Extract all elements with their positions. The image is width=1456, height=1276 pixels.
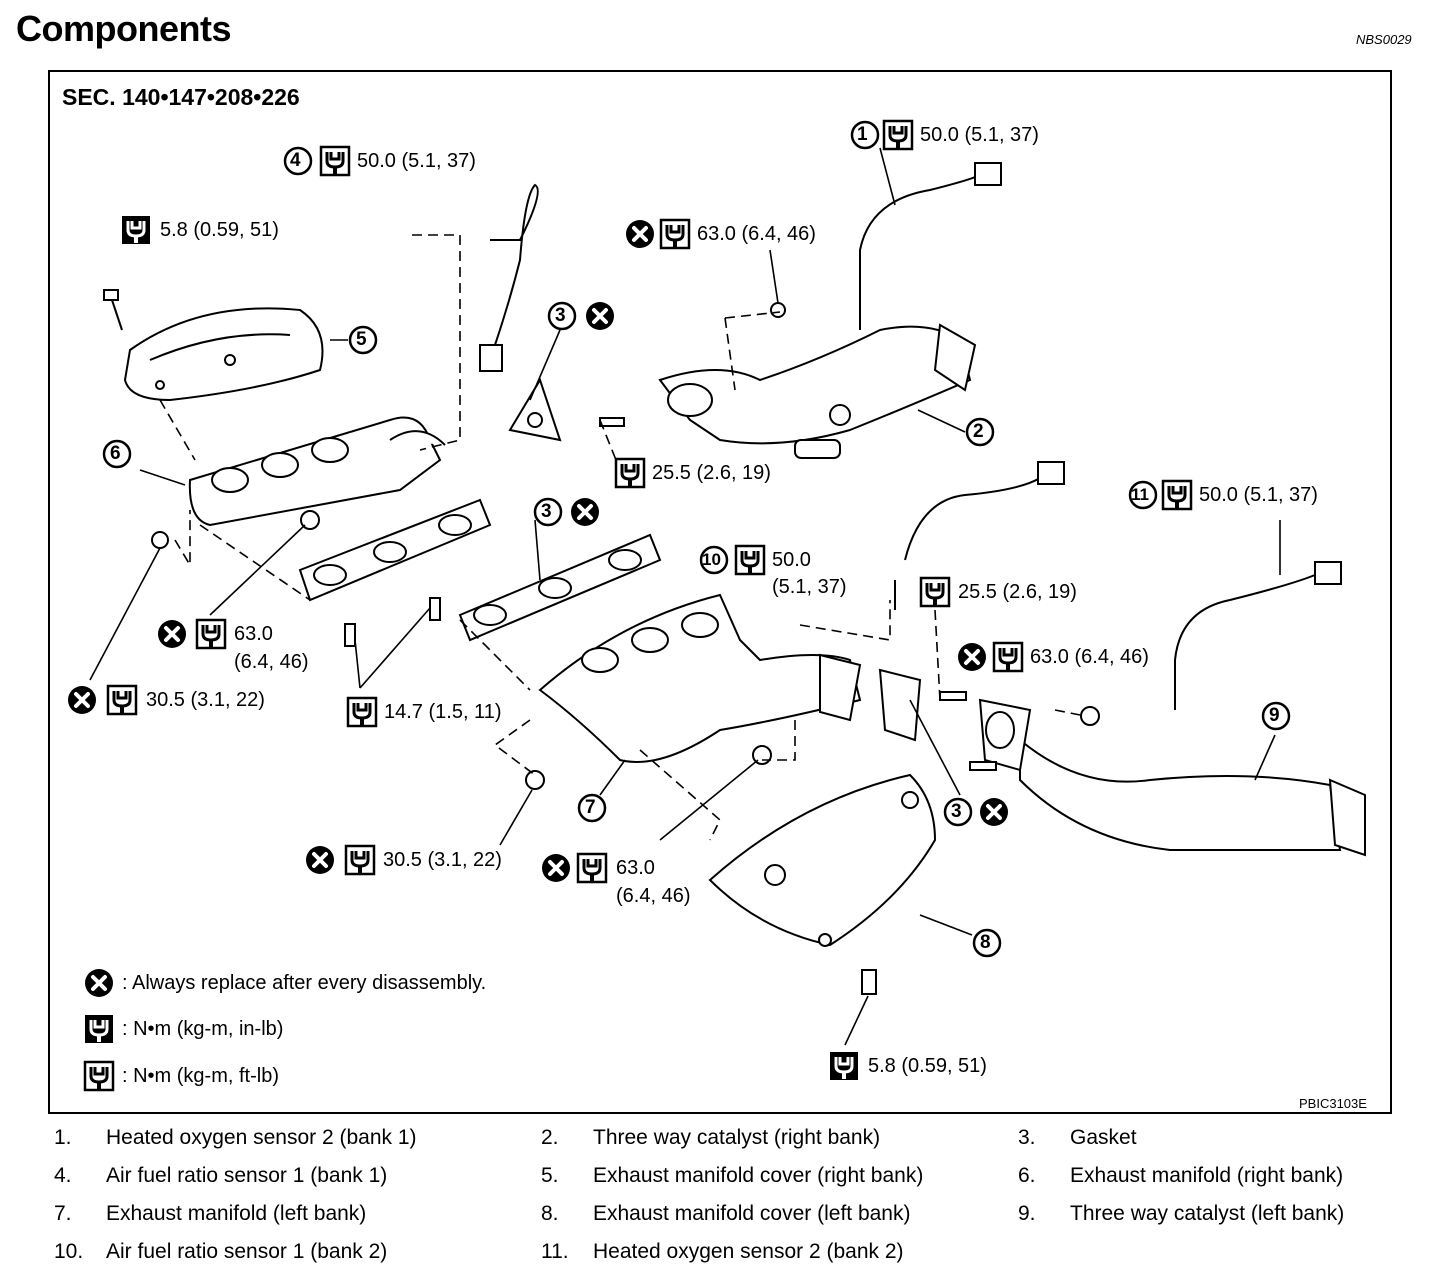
legend-replace: : Always replace after every disassembly… [122,972,487,994]
callout-1-number: 1 [857,124,868,145]
gasket-shapes [298,377,662,642]
solid-leaders [89,147,1281,1046]
parts-list: 1.Heated oxygen sensor 2 (bank 1) 2.Thre… [0,1126,1456,1276]
list-item: 3.Gasket [1018,1126,1137,1149]
torque-label-1: 50.0 (5.1, 37) [920,124,1039,146]
torque-label-manifold-nut-line2: (6.4, 46) [234,651,309,673]
list-item: 6.Exhaust manifold (right bank) [1018,1164,1344,1187]
section-label: SEC. 140•147•208•226 [62,84,300,110]
part-label-6: 6 [110,443,121,464]
figure-reference: PBIC3103E [1299,1096,1367,1111]
part-label-2: 2 [973,421,984,442]
left-manifold-cover-shape [708,773,937,947]
part-label-8: 8 [980,932,991,953]
torque-label-cat-nut-left: 63.0 (6.4, 46) [1030,646,1149,668]
part-label-9: 9 [1269,705,1280,726]
part-label-3-bottom: 3 [951,801,962,822]
torque-label-stud-left: 25.5 (2.6, 19) [958,581,1077,603]
part-label-3-top: 3 [555,305,566,326]
torque-ftlb-icons [83,119,1193,1092]
part-label-7: 7 [585,797,596,818]
torque-label-10-line2: (5.1, 37) [772,576,847,598]
sensor-wires [479,162,1342,710]
part-label-3-mid: 3 [541,501,552,522]
torque-label-cover-bolt-left: 5.8 (0.59, 51) [868,1055,987,1077]
right-manifold-cover-shape [123,307,324,402]
torque-label-cover-bolt: 5.8 (0.59, 51) [160,219,279,241]
callout-10-number: 10 [702,550,721,569]
nut-shapes [151,302,1100,995]
legend-torque-ftlb: : N•m (kg-m, ft-lb) [122,1065,279,1087]
list-item: 9.Three way catalyst (left bank) [1018,1202,1345,1225]
left-manifold-shape [538,593,862,763]
torque-label-manifold-nut-line1: 63.0 [234,623,273,645]
torque-label-manifold-nut-left-line2: (6.4, 46) [616,885,691,907]
torque-label-stud-right: 25.5 (2.6, 19) [652,462,771,484]
list-item: 4.Air fuel ratio sensor 1 (bank 1) [54,1164,388,1187]
right-catalyst-shape [658,323,977,459]
list-item: 1.Heated oxygen sensor 2 (bank 1) [54,1126,417,1149]
list-item: 7.Exhaust manifold (left bank) [54,1202,367,1225]
torque-label-nut-bottom: 30.5 (3.1, 22) [383,849,502,871]
part-label-5: 5 [356,329,367,350]
callout-4-number: 4 [290,150,301,171]
dashed-leaders [159,234,1081,841]
page-title: Components [16,8,232,49]
callout-11-number: 11 [1131,485,1149,504]
cover-bolt-shape [103,289,123,331]
torque-label-4: 50.0 (5.1, 37) [357,150,476,172]
torque-label-nut-left: 30.5 (3.1, 22) [146,689,265,711]
legend-torque-inlb: : N•m (kg-m, in-lb) [122,1018,284,1040]
torque-label-manifold-nut-left-line1: 63.0 [616,857,655,879]
torque-label-10-line1: 50.0 [772,549,811,571]
list-item: 2.Three way catalyst (right bank) [541,1126,881,1149]
list-item: 10.Air fuel ratio sensor 1 (bank 2) [54,1240,388,1263]
list-item: 8.Exhaust manifold cover (left bank) [541,1202,911,1225]
left-catalyst-shape [819,653,1366,857]
document-code: NBS0029 [1356,32,1412,47]
right-manifold-shape [188,416,446,527]
part-number-circles [102,120,1291,958]
torque-label-11: 50.0 (5.1, 37) [1199,484,1318,506]
list-item: 5.Exhaust manifold cover (right bank) [541,1164,924,1187]
torque-label-studs: 14.7 (1.5, 11) [384,701,502,723]
list-item: 11.Heated oxygen sensor 2 (bank 2) [541,1240,904,1263]
diagram-frame [48,70,1392,1114]
torque-label-cat-nut: 63.0 (6.4, 46) [697,223,816,245]
